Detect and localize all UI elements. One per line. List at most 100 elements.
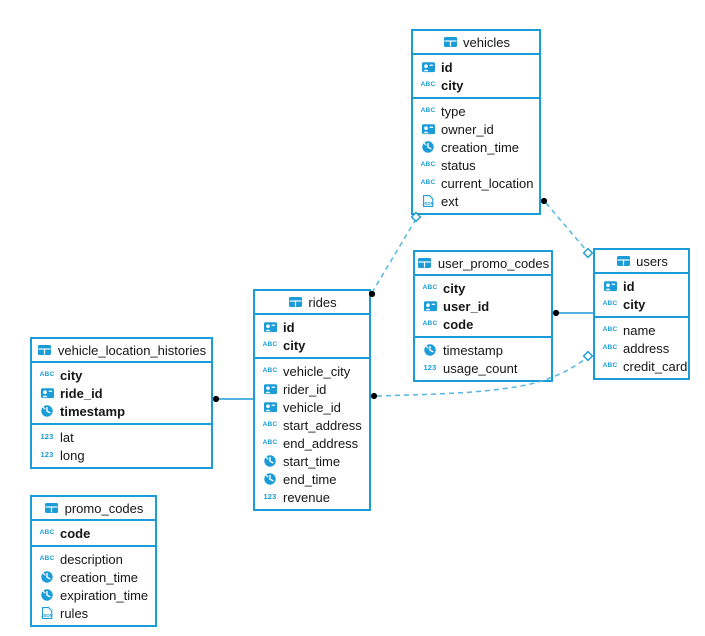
relation-rides-users[interactable] — [376, 357, 587, 397]
table-header[interactable]: vehicles — [413, 31, 539, 55]
number-123-icon: 123 — [423, 363, 437, 373]
key-column-row-ride_id: ride_id — [32, 384, 211, 402]
column-name: status — [441, 157, 476, 173]
id-badge-icon — [39, 386, 55, 400]
column-row-credit_card: ABC credit_card — [595, 357, 688, 375]
column-row-timestamp: timestamp — [415, 341, 551, 359]
clock-icon — [422, 343, 438, 357]
table-icon — [44, 501, 60, 515]
table-name: vehicles — [463, 34, 510, 50]
column-name: usage_count — [443, 360, 518, 376]
key-column-row-id: id — [413, 58, 539, 76]
table-header[interactable]: rides — [255, 291, 369, 315]
key-column-row-timestamp: timestamp — [32, 402, 211, 420]
relation-vehicles-rides[interactable] — [372, 218, 417, 292]
column-row-description: ABC description — [32, 550, 155, 568]
text-abc-icon: ABC — [602, 325, 618, 333]
column-name: current_location — [441, 175, 534, 191]
relation-vehicles-users[interactable] — [545, 202, 587, 251]
id-badge-icon — [420, 60, 436, 74]
column-name: credit_card — [623, 358, 688, 374]
table-name: promo_codes — [64, 500, 144, 516]
column-name: start_address — [283, 417, 362, 433]
column-name: city — [283, 337, 306, 353]
number-123-icon: 123 — [40, 450, 54, 460]
column-row-usage_count: 123 usage_count — [415, 359, 551, 377]
text-abc-icon: ABC — [602, 299, 618, 307]
columns-section: 123 lat 123 long — [32, 425, 211, 467]
number-123-icon: 123 — [263, 492, 277, 502]
column-name: city — [441, 77, 464, 93]
clock-icon — [39, 404, 55, 418]
text-abc-icon: ABC — [420, 160, 436, 168]
table-icon — [615, 254, 631, 268]
column-name: vehicle_id — [283, 399, 341, 415]
column-name: rider_id — [283, 381, 327, 397]
id-badge-icon — [602, 279, 618, 293]
svg-text:JSON: JSON — [41, 613, 52, 618]
table-icon — [417, 256, 433, 270]
key-column-row-id: id — [595, 277, 688, 295]
column-row-start_address: ABC start_address — [255, 416, 369, 434]
column-name: ride_id — [60, 385, 103, 401]
text-abc-icon: ABC — [262, 420, 278, 428]
svg-text:JSON: JSON — [422, 201, 433, 206]
id-badge-icon — [420, 122, 436, 136]
column-name: long — [60, 447, 85, 463]
column-row-expiration_time: expiration_time — [32, 586, 155, 604]
text-abc-icon: ABC — [39, 554, 55, 562]
column-row-creation_time: creation_time — [32, 568, 155, 586]
clock-icon — [262, 472, 278, 486]
column-name: vehicle_city — [283, 363, 351, 379]
column-name: id — [441, 59, 453, 75]
column-name: expiration_time — [60, 587, 149, 603]
column-row-owner_id: owner_id — [413, 120, 539, 138]
column-row-vehicle_id: vehicle_id — [255, 398, 369, 416]
table-header[interactable]: user_promo_codes — [415, 252, 551, 276]
number-123-icon: 123 — [40, 432, 54, 442]
text-abc-icon: ABC — [262, 438, 278, 446]
table-icon — [442, 35, 458, 49]
column-name: address — [623, 340, 670, 356]
column-name: id — [623, 278, 635, 294]
json-icon: JSON — [39, 606, 55, 620]
table-header[interactable]: vehicle_location_histories — [32, 339, 211, 363]
table-header[interactable]: promo_codes — [32, 497, 155, 521]
columns-section: timestamp 123 usage_count — [415, 338, 551, 380]
clock-icon — [262, 454, 278, 468]
table-name: vehicle_location_histories — [57, 342, 207, 358]
column-row-long: 123 long — [32, 446, 211, 464]
column-name: city — [623, 296, 646, 312]
text-abc-icon: ABC — [602, 361, 618, 369]
column-name: description — [60, 551, 123, 567]
column-name: ext — [441, 193, 459, 209]
column-name: city — [60, 367, 83, 383]
table-header[interactable]: users — [595, 250, 688, 274]
column-name: lat — [60, 429, 74, 445]
key-column-row-id: id — [255, 318, 369, 336]
key-column-row-user_id: user_id — [415, 297, 551, 315]
table-name: users — [636, 253, 668, 269]
